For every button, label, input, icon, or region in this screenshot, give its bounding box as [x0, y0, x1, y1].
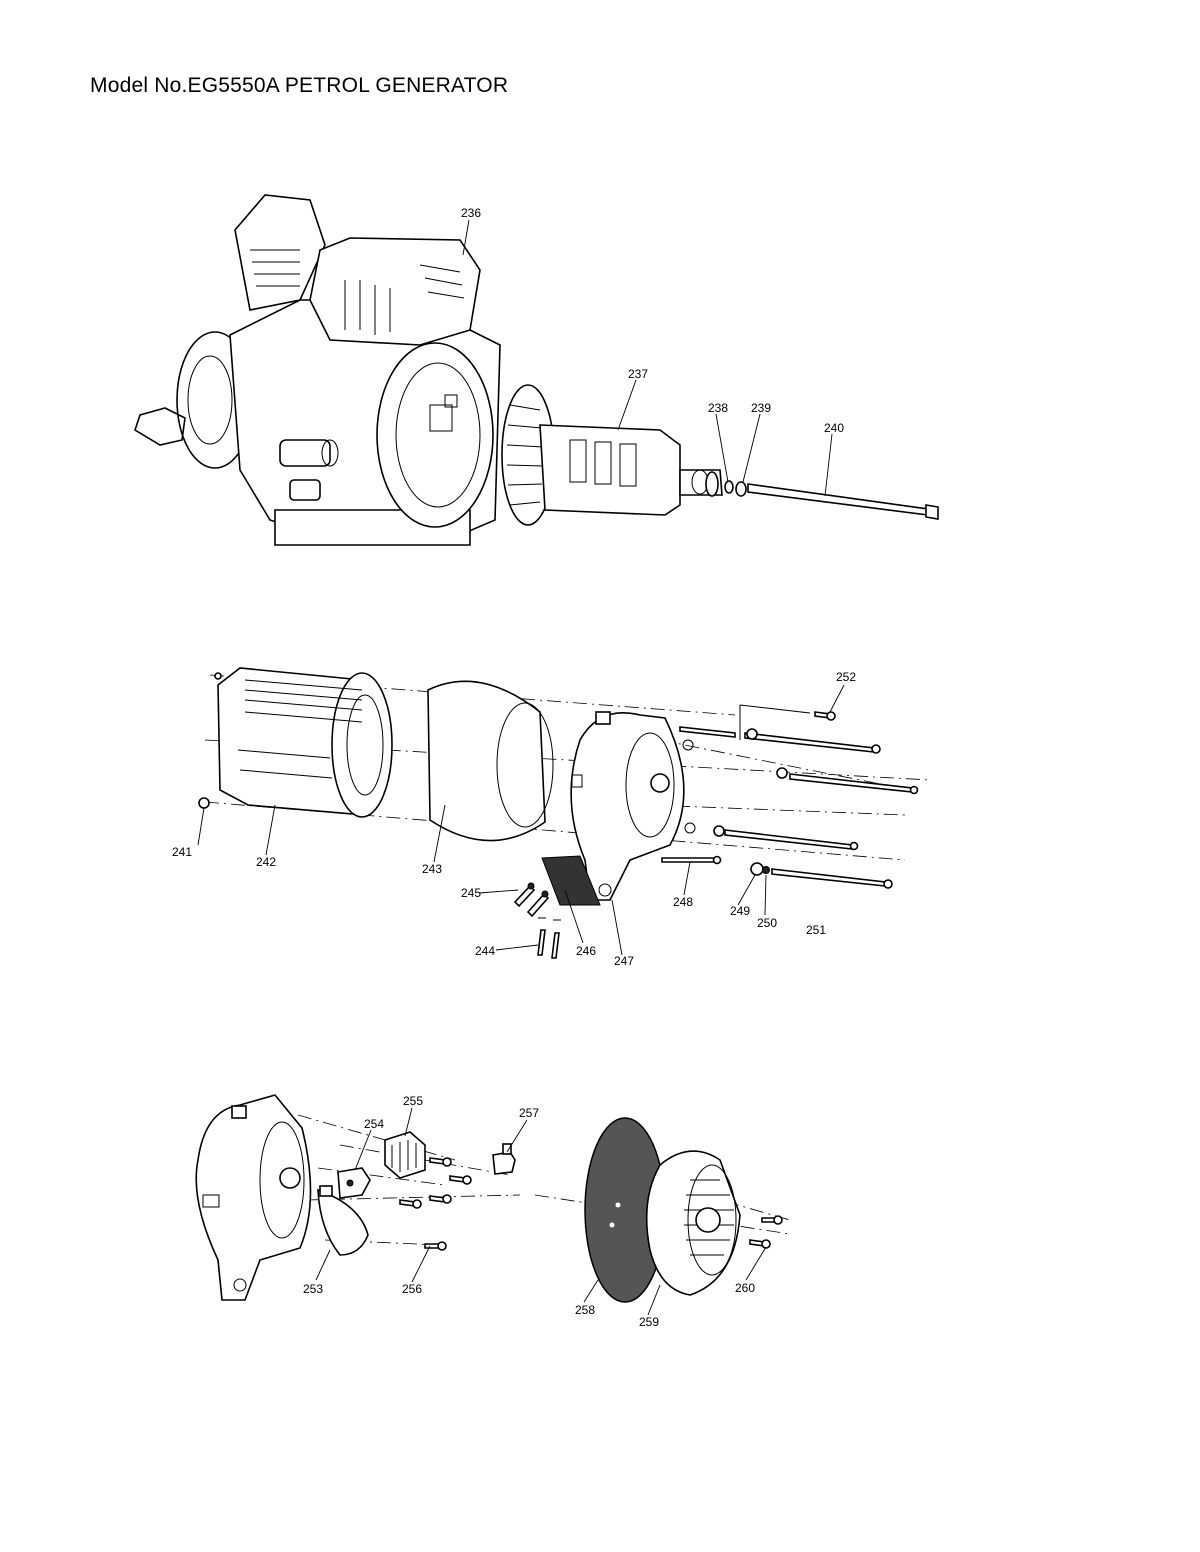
brush-cover-253 [317, 1185, 369, 1256]
front-housing [570, 711, 696, 901]
part-number-249: 249 [730, 904, 750, 918]
part-number-248: 248 [673, 895, 693, 909]
part-number-247: 247 [614, 954, 634, 968]
part-number-255: 255 [403, 1094, 423, 1108]
part-number-244: 244 [475, 944, 495, 958]
part-number-250: 250 [757, 916, 777, 930]
part-number-240: 240 [824, 421, 844, 435]
part-number-246: 246 [576, 944, 596, 958]
brush-holder-254 [337, 1167, 371, 1199]
parts-238-240 [724, 480, 939, 520]
part-number-238: 238 [708, 401, 728, 415]
part-number-254: 254 [364, 1117, 384, 1131]
screws-260 [749, 1215, 783, 1249]
long-bolts-section2 [661, 704, 919, 889]
connector-257 [492, 1143, 516, 1175]
part-number-259: 259 [639, 1315, 659, 1329]
part-number-251: 251 [806, 923, 826, 937]
part-number-242: 242 [256, 855, 276, 869]
page-title: Model No.EG5550A PETROL GENERATOR [90, 74, 509, 97]
rear-housing [195, 1094, 312, 1301]
part-number-245: 245 [461, 886, 481, 900]
part-number-260: 260 [735, 1281, 755, 1295]
engine-assembly [134, 194, 501, 546]
part-number-257: 257 [519, 1106, 539, 1120]
stator-cover [427, 680, 554, 842]
part-number-239: 239 [751, 401, 771, 415]
stator-frame [217, 667, 393, 818]
part-number-236: 236 [461, 206, 481, 220]
screws-256 [399, 1157, 472, 1251]
part-number-256: 256 [402, 1282, 422, 1296]
regulator-255 [384, 1131, 426, 1179]
small-bolts-244-245 [513, 882, 561, 959]
part-number-243: 243 [422, 862, 442, 876]
part-number-253: 253 [303, 1282, 323, 1296]
part-241-nut [198, 672, 222, 809]
rear-cover-259 [645, 1150, 741, 1296]
part-number-252: 252 [836, 670, 856, 684]
mesh-screen-246 [541, 855, 601, 906]
part-number-258: 258 [575, 1303, 595, 1317]
part-number-237: 237 [628, 367, 648, 381]
rotor-assembly [501, 384, 723, 526]
part-number-241: 241 [172, 845, 192, 859]
